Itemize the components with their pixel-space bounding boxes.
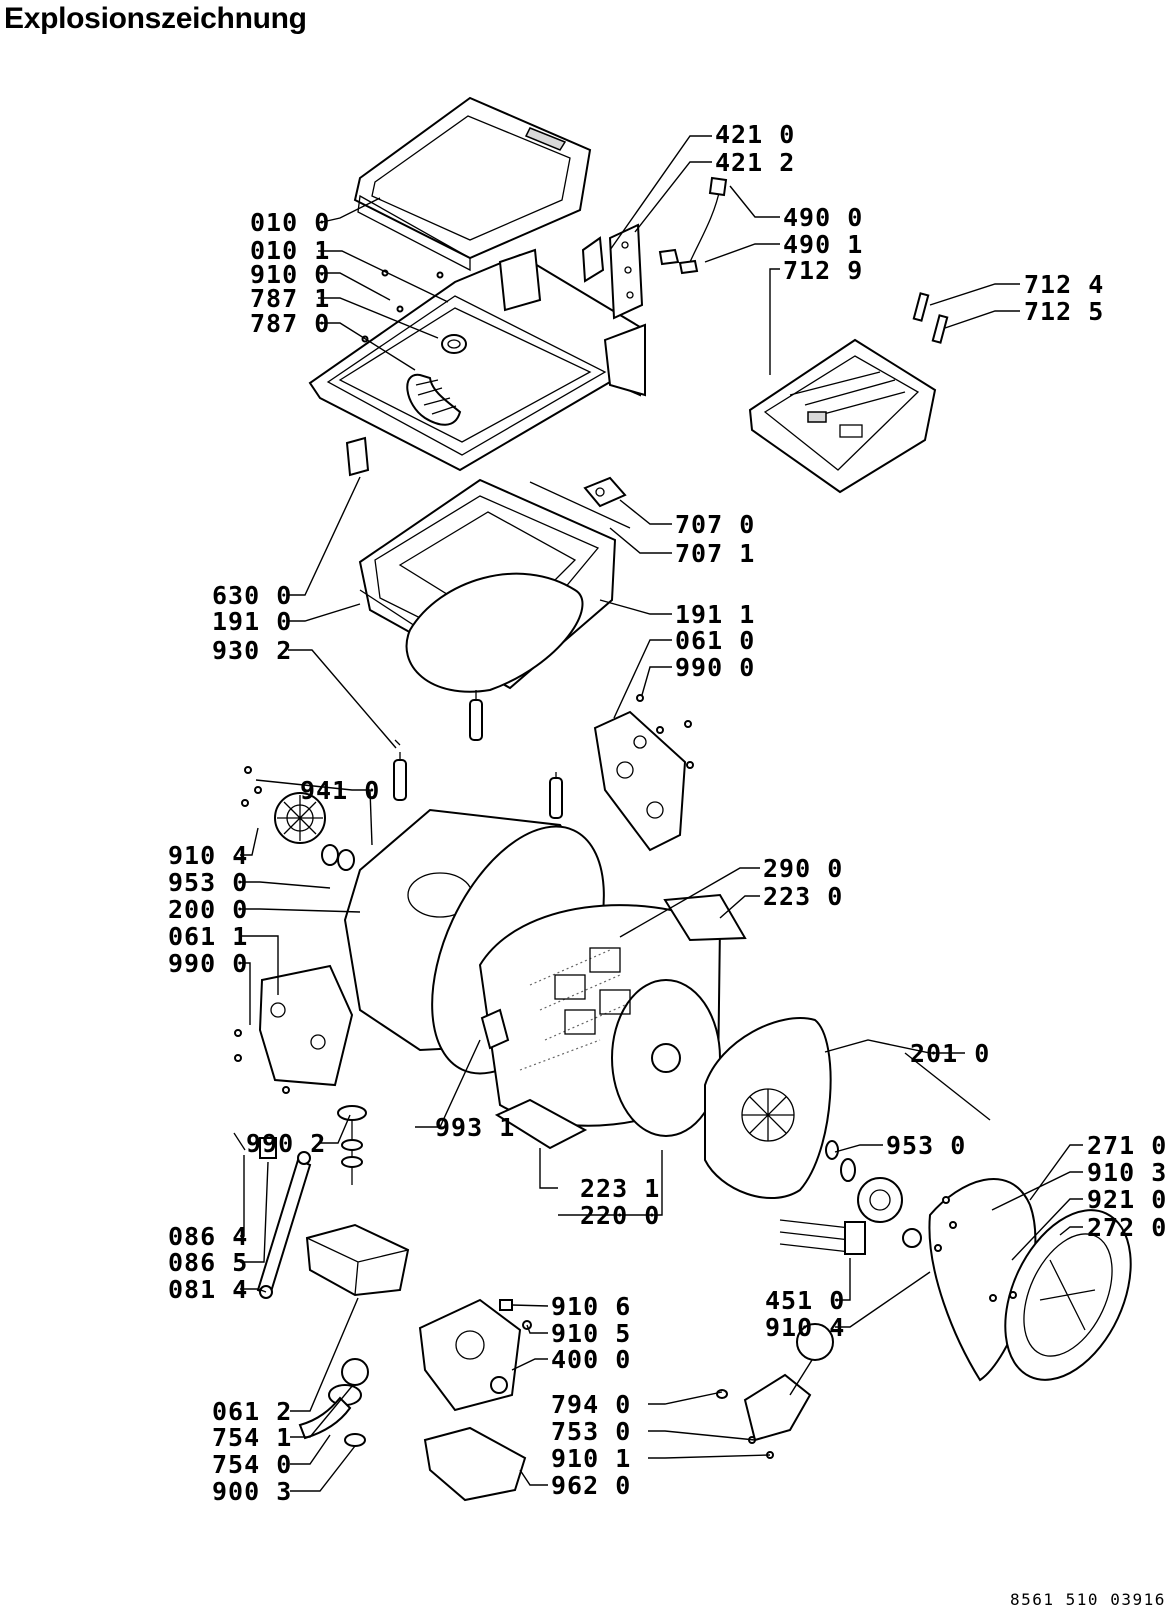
- pin-part: [931, 314, 949, 344]
- page-title: Explosionszeichnung: [4, 2, 307, 35]
- part-label: 787 0: [250, 309, 330, 338]
- bearings-part: [825, 1140, 922, 1248]
- part-label: 086 4: [168, 1222, 248, 1251]
- shock-absorber-part: [233, 1132, 312, 1299]
- part-label: 707 0: [675, 510, 755, 539]
- part-label: 200 0: [168, 895, 248, 924]
- interference-filter-part: [581, 223, 644, 320]
- part-label: 910 4: [168, 841, 248, 870]
- part-label: 953 0: [168, 868, 248, 897]
- screws: [234, 269, 1017, 1302]
- part-label: 010 0: [250, 208, 330, 237]
- part-label: 754 0: [212, 1450, 292, 1479]
- part-label: 910 5: [551, 1319, 631, 1348]
- part-label: 061 0: [675, 626, 755, 655]
- counterweight-front-part: [258, 964, 354, 1087]
- part-label: 990 2: [246, 1129, 326, 1158]
- part-label: 400 0: [551, 1345, 631, 1374]
- drum-part: [478, 904, 722, 1137]
- drain-hose-parts: [298, 1358, 369, 1447]
- part-label: 712 5: [1024, 297, 1104, 326]
- part-label: 061 1: [168, 922, 248, 951]
- top-lid-part: [353, 96, 592, 272]
- part-label: 990 0: [168, 949, 248, 978]
- part-label: 754 1: [212, 1423, 292, 1452]
- rear-cover-part: [1004, 1209, 1132, 1381]
- part-label: 191 1: [675, 600, 755, 629]
- part-label: 490 1: [783, 230, 863, 259]
- part-label: 712 4: [1024, 270, 1104, 299]
- part-label: 061 2: [212, 1397, 292, 1426]
- part-drawings: [233, 96, 1132, 1502]
- part-label: 794 0: [551, 1390, 631, 1419]
- part-label: 421 0: [715, 120, 795, 149]
- gasket-part: [405, 572, 584, 693]
- counterweight-top-part: [593, 710, 687, 852]
- part-label: 921 0: [1087, 1185, 1167, 1214]
- filter-parts: [337, 1105, 367, 1185]
- part-label: 086 5: [168, 1248, 248, 1277]
- part-label: 271 0: [1087, 1131, 1167, 1160]
- detergent-drawer-part: [748, 338, 937, 494]
- part-label: 900 3: [212, 1477, 292, 1506]
- part-label: 191 0: [212, 607, 292, 636]
- heater-part: [779, 1219, 866, 1255]
- part-label: 993 1: [435, 1113, 515, 1142]
- part-label: 787 1: [250, 284, 330, 313]
- part-label: 712 9: [783, 256, 863, 285]
- small-block-part: [345, 436, 370, 477]
- part-label: 220 0: [580, 1201, 660, 1230]
- drum-lifter-part: [663, 893, 747, 942]
- part-label: 490 0: [783, 203, 863, 232]
- clip-part: [499, 1299, 513, 1311]
- part-label: 910 3: [1087, 1158, 1167, 1187]
- part-label: 953 0: [886, 1131, 966, 1160]
- part-label: 910 6: [551, 1292, 631, 1321]
- part-label: 753 0: [551, 1417, 631, 1446]
- filter-housing-part: [716, 1323, 834, 1459]
- part-label: 201 0: [910, 1039, 990, 1068]
- part-label: 290 0: [763, 854, 843, 883]
- part-label: 910 0: [250, 260, 330, 289]
- part-label: 930 2: [212, 636, 292, 665]
- part-label: 962 0: [551, 1471, 631, 1500]
- part-label: 081 4: [168, 1275, 248, 1304]
- part-label: 941 0: [300, 776, 380, 805]
- part-label: 421 2: [715, 148, 795, 177]
- mains-cable-part: [658, 176, 728, 275]
- base-box-part: [305, 1223, 410, 1297]
- part-label: 707 1: [675, 539, 755, 568]
- bracket-part: [480, 1008, 510, 1050]
- part-label: 630 0: [212, 581, 292, 610]
- document-number: 8561 510 03916: [1010, 1590, 1166, 1609]
- worktop-frame-part: [308, 248, 647, 472]
- tub-front-part: [704, 1017, 832, 1199]
- part-number-labels: 421 0 421 2 010 0 490 0 490 1 010 1 712 …: [168, 120, 1167, 1506]
- drain-pump-part: [418, 1298, 522, 1412]
- part-label: 272 0: [1087, 1213, 1167, 1242]
- part-label: 910 1: [551, 1444, 631, 1473]
- door-lock-part: [529, 476, 631, 529]
- part-label: 451 0: [765, 1286, 845, 1315]
- part-label: 010 1: [250, 236, 330, 265]
- lifter-bottom-part: [494, 1098, 588, 1150]
- pin-part: [912, 292, 930, 322]
- part-label: 223 0: [763, 882, 843, 911]
- leader-lines: [240, 135, 1083, 1492]
- part-label: 223 1: [580, 1174, 660, 1203]
- bearing-hub-part: [274, 792, 355, 871]
- part-label: 990 0: [675, 653, 755, 682]
- tray-part: [423, 1426, 527, 1502]
- part-label: 910 4: [765, 1313, 845, 1342]
